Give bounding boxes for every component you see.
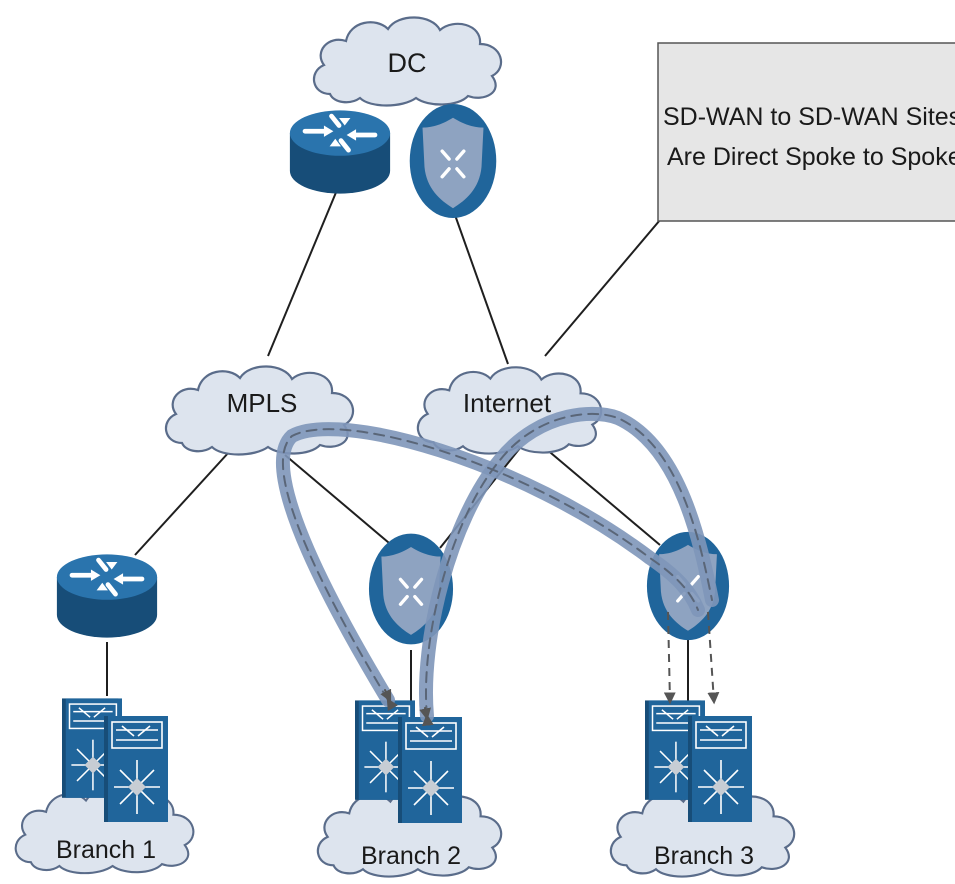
branch1-label: Branch 1	[56, 836, 156, 864]
internet-label: Internet	[463, 388, 552, 418]
callout-line-1: SD-WAN to SD-WAN Sites	[663, 103, 955, 131]
branch3-drop-arrows	[663, 611, 720, 705]
callout-box: SD-WAN to SD-WAN Sites Are Direct Spoke …	[657, 42, 955, 222]
branch1-router-icon	[57, 554, 157, 637]
dc-firewall-icon	[408, 102, 498, 220]
sdwan-tunnels	[275, 406, 719, 727]
callout-line-2: Are Direct Spoke to Spoke	[667, 143, 955, 171]
dc-label: DC	[388, 48, 427, 78]
branch3-label: Branch 3	[654, 842, 754, 870]
branch2-label: Branch 2	[361, 842, 461, 870]
mpls-label: MPLS	[227, 388, 298, 418]
dc-router-icon	[290, 110, 390, 193]
